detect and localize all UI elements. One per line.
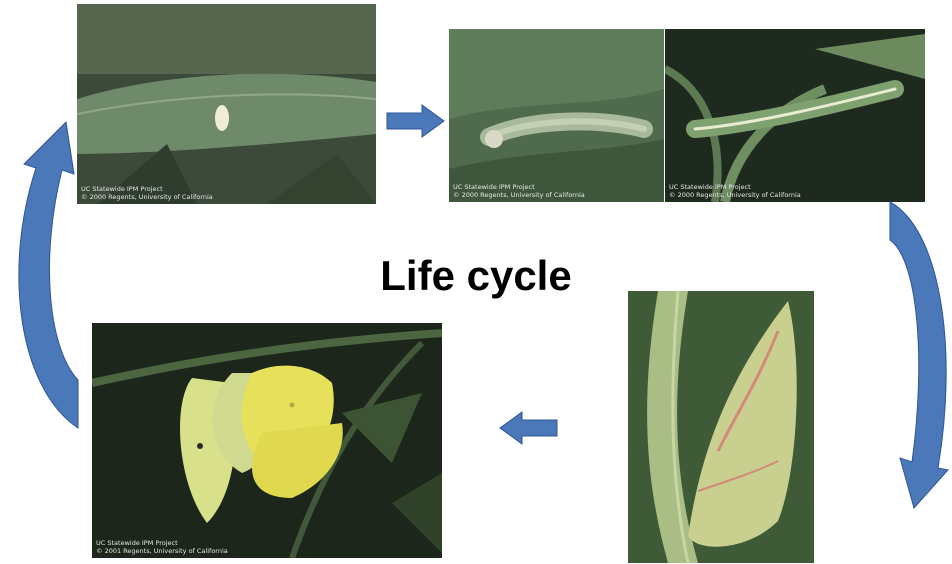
photo-credit: UC Statewide IPM Project © 2000 Regents,… <box>453 184 585 199</box>
arrow-left-icon <box>498 411 558 445</box>
curved-arrow-up-icon <box>8 118 80 430</box>
egg-photo: UC Statewide IPM Project © 2000 Regents,… <box>77 4 376 204</box>
photo-credit: UC Statewide IPM Project © 2001 Regents,… <box>96 540 228 555</box>
pupa-photo <box>628 291 814 563</box>
photo-credit: UC Statewide IPM Project © 2000 Regents,… <box>81 186 213 201</box>
arrow-right-icon <box>386 104 446 138</box>
curved-arrow-down-icon <box>886 200 952 512</box>
photo-credit: UC Statewide IPM Project © 2000 Regents,… <box>669 184 801 199</box>
mature-larva-photo: UC Statewide IPM Project © 2000 Regents,… <box>665 29 925 202</box>
young-larva-photo: UC Statewide IPM Project © 2000 Regents,… <box>449 29 664 202</box>
diagram-title: Life cycle <box>0 252 952 300</box>
adult-butterflies-photo: UC Statewide IPM Project © 2001 Regents,… <box>92 323 442 558</box>
